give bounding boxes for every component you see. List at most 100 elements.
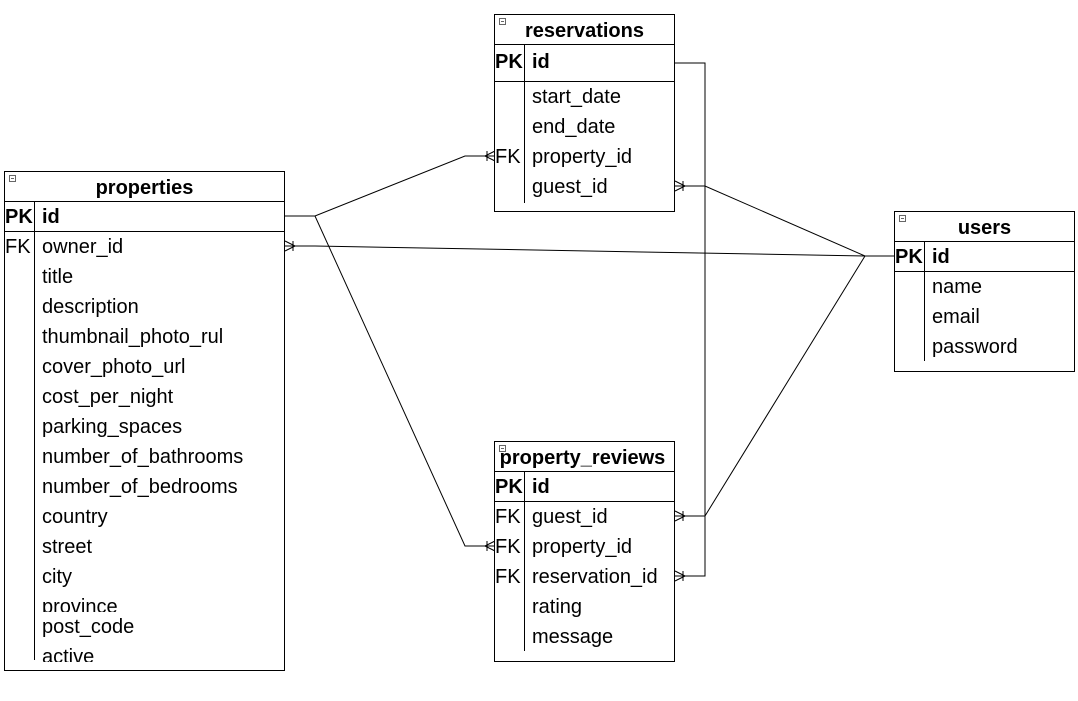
field-name: rating — [532, 596, 583, 618]
collapse-icon[interactable] — [499, 18, 506, 25]
field-name: number_of_bathrooms — [42, 446, 244, 468]
entity-title: users — [957, 217, 1012, 239]
key-label — [5, 472, 35, 502]
field-row[interactable]: guest_id — [495, 172, 674, 202]
crowfoot-reviews-property-id — [484, 540, 496, 552]
field-row[interactable]: rating — [495, 592, 674, 622]
field-name: start_date — [532, 86, 621, 108]
field-name: email — [932, 306, 980, 328]
key-label — [5, 412, 35, 442]
field-name: end_date — [532, 116, 616, 138]
primary-key-row[interactable]: PK id — [495, 45, 674, 82]
key-label — [5, 442, 35, 472]
entity-fields: name email password — [895, 272, 1074, 371]
field-row[interactable]: active — [5, 642, 284, 662]
key-label — [5, 352, 35, 382]
key-label — [5, 502, 35, 532]
crowfoot-properties-owner-id — [284, 240, 296, 252]
field-row[interactable]: FK owner_id — [5, 232, 284, 262]
key-label — [5, 562, 35, 592]
key-label: PK — [495, 45, 525, 81]
field-name: id — [532, 51, 550, 73]
field-row[interactable]: end_date — [495, 112, 674, 142]
entity-title: property_reviews — [499, 447, 666, 469]
entity-title: properties — [95, 177, 194, 199]
key-label — [5, 532, 35, 562]
field-name: owner_id — [42, 236, 124, 258]
entity-header[interactable]: property_reviews — [495, 442, 674, 472]
collapse-icon[interactable] — [9, 175, 16, 182]
collapse-icon[interactable] — [899, 215, 906, 222]
field-row[interactable]: cover_photo_url — [5, 352, 284, 382]
key-label — [495, 112, 525, 142]
key-label — [895, 302, 925, 332]
field-row[interactable]: number_of_bedrooms — [5, 472, 284, 502]
entity-users[interactable]: users PK id name email password — [894, 211, 1075, 372]
entity-header[interactable]: users — [895, 212, 1074, 242]
primary-key-row[interactable]: PK id — [495, 472, 674, 502]
crowfoot-reviews-guest-id — [674, 510, 686, 522]
field-row[interactable]: start_date — [495, 82, 674, 112]
key-label — [5, 592, 35, 612]
field-name: guest_id — [532, 176, 608, 198]
field-name: number_of_bedrooms — [42, 476, 238, 498]
key-label: FK — [495, 146, 521, 168]
key-label: FK — [5, 236, 31, 258]
field-row[interactable]: title — [5, 262, 284, 292]
collapse-icon[interactable] — [499, 445, 506, 452]
field-name: street — [42, 536, 93, 558]
primary-key-row[interactable]: PK id — [895, 242, 1074, 272]
field-row[interactable]: message — [495, 622, 674, 652]
field-row[interactable]: name — [895, 272, 1074, 302]
key-label — [895, 272, 925, 302]
field-row[interactable]: number_of_bathrooms — [5, 442, 284, 472]
field-row[interactable]: street — [5, 532, 284, 562]
field-row[interactable]: password — [895, 332, 1074, 362]
field-row[interactable]: email — [895, 302, 1074, 332]
field-row[interactable]: country — [5, 502, 284, 532]
field-row[interactable]: cost_per_night — [5, 382, 284, 412]
field-name: id — [42, 206, 60, 228]
field-name: guest_id — [532, 506, 608, 528]
crowfoot-reviews-reservation-id — [674, 570, 686, 582]
key-label: PK — [5, 202, 35, 231]
key-label — [5, 642, 35, 662]
primary-key-row[interactable]: PK id — [5, 202, 284, 232]
field-name: parking_spaces — [42, 416, 183, 438]
link-properties-reservations — [285, 155, 495, 217]
key-label: PK — [895, 242, 925, 271]
field-name: description — [42, 296, 139, 318]
field-name: id — [932, 246, 950, 268]
field-name: reservation_id — [532, 566, 658, 588]
field-row[interactable]: thumbnail_photo_rul — [5, 322, 284, 352]
field-row[interactable]: parking_spaces — [5, 412, 284, 442]
key-label — [5, 262, 35, 292]
fields-list: name email password — [895, 272, 1074, 362]
field-row[interactable]: province — [5, 592, 284, 612]
field-name: message — [532, 626, 614, 648]
entity-header[interactable]: reservations — [495, 15, 674, 45]
link-users-reviews — [675, 255, 895, 517]
field-name: active — [42, 646, 95, 662]
key-label — [895, 332, 925, 362]
field-row[interactable]: description — [5, 292, 284, 322]
key-label — [5, 382, 35, 412]
field-name: name — [932, 276, 983, 298]
field-row[interactable]: post_code — [5, 612, 284, 642]
link-properties-reviews — [285, 215, 495, 547]
field-row[interactable]: city — [5, 562, 284, 592]
entity-header[interactable]: properties — [5, 172, 284, 202]
field-name: country — [42, 506, 108, 528]
